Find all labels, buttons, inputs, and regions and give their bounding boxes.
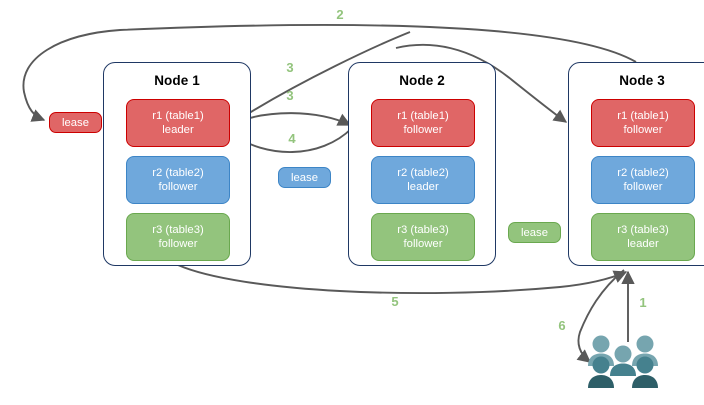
- node-2-replica-r1-role: follower: [403, 124, 443, 136]
- node-3-replica-r3-name: r3 (table3): [617, 224, 669, 236]
- node-1-replica-r1-role: leader: [162, 124, 194, 136]
- node-1-replica-r2-role: follower: [158, 181, 198, 193]
- node-2-replica-r1[interactable]: r1 (table1) follower: [371, 99, 475, 147]
- node-2-replica-r1-name: r1 (table1): [397, 110, 449, 122]
- node-3-replica-r1-name: r1 (table1): [617, 110, 669, 122]
- node-1-replica-r3-role: follower: [158, 238, 198, 250]
- node-1-replica-r3[interactable]: r3 (table3) follower: [126, 213, 230, 261]
- node-1[interactable]: Node 1 r1 (table1) leader r2 (table2) fo…: [103, 62, 251, 266]
- node-3-replica-r3[interactable]: r3 (table3) leader: [591, 213, 695, 261]
- step-label-5: 5: [391, 294, 399, 309]
- node-3-replica-r2-name: r2 (table2): [617, 167, 669, 179]
- node-3-replica-r1-role: follower: [623, 124, 663, 136]
- node-3-replica-r2-role: follower: [623, 181, 663, 193]
- step-label-4: 4: [288, 131, 296, 146]
- step-label-3-upper: 3: [286, 60, 294, 75]
- lease-badge-green[interactable]: lease: [508, 222, 561, 243]
- node-1-title: Node 1: [154, 73, 200, 88]
- node-1-replica-r1-name: r1 (table1): [152, 110, 204, 122]
- node-3-title: Node 3: [619, 73, 665, 88]
- node-1-replica-r1[interactable]: r1 (table1) leader: [126, 99, 230, 147]
- node-2-replica-r2-role: leader: [407, 181, 439, 193]
- node-2-title: Node 2: [399, 73, 445, 88]
- edge-5: [177, 264, 628, 295]
- node-3-replica-r1[interactable]: r1 (table1) follower: [591, 99, 695, 147]
- node-1-replica-r2[interactable]: r2 (table2) follower: [126, 156, 230, 204]
- node-1-replica-r2-name: r2 (table2): [152, 167, 204, 179]
- step-label-1: 1: [639, 295, 647, 310]
- node-1-replica-r3-name: r3 (table3): [152, 224, 204, 236]
- node-3-replica-r3-role: leader: [627, 238, 659, 250]
- users-icon: [588, 335, 658, 388]
- node-2-replica-r2[interactable]: r2 (table2) leader: [371, 156, 475, 204]
- node-2-replica-r3-role: follower: [403, 238, 443, 250]
- lease-badge-red[interactable]: lease: [49, 112, 102, 133]
- node-3-replica-r2[interactable]: r2 (table2) follower: [591, 156, 695, 204]
- node-2-replica-r3-name: r3 (table3): [397, 224, 449, 236]
- node-2-replica-r2-name: r2 (table2): [397, 167, 449, 179]
- node-3[interactable]: Node 3 r1 (table1) follower r2 (table2) …: [568, 62, 704, 266]
- step-label-6: 6: [558, 318, 566, 333]
- step-label-3-lower: 3: [286, 88, 294, 103]
- node-2[interactable]: Node 2 r1 (table1) follower r2 (table2) …: [348, 62, 496, 266]
- step-label-2: 2: [336, 7, 344, 22]
- lease-badge-blue[interactable]: lease: [278, 167, 331, 188]
- node-2-replica-r3[interactable]: r3 (table3) follower: [371, 213, 475, 261]
